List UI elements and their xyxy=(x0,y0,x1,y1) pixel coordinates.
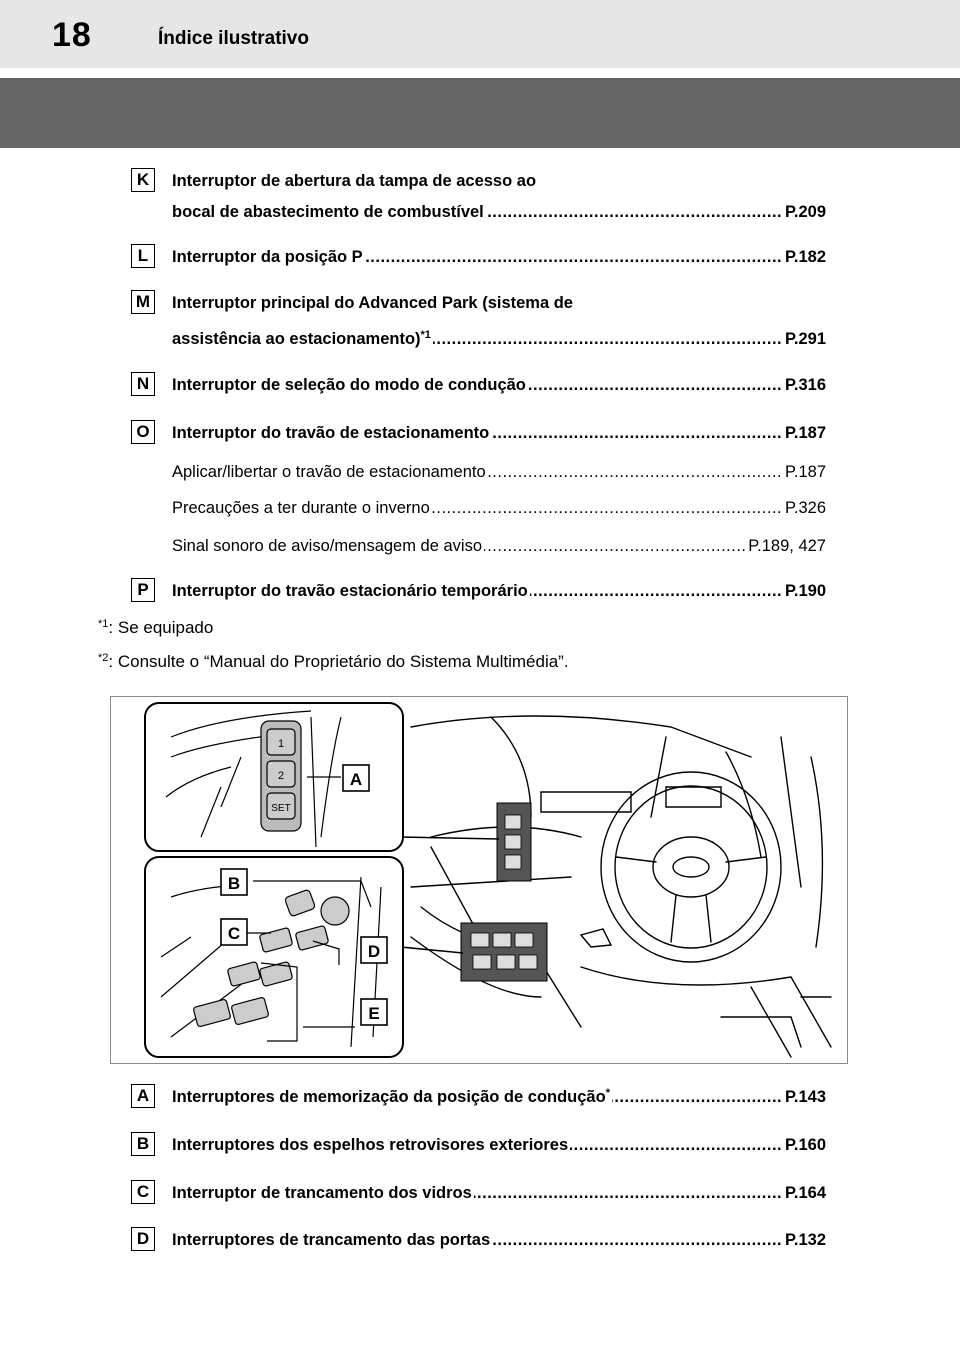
footnote-1: *1: Se equipado xyxy=(98,618,214,637)
page-ref: P.316 xyxy=(783,376,826,395)
button-label-set: SET xyxy=(271,803,290,814)
svg-text:A: A xyxy=(350,770,362,789)
page-ref: P.187 xyxy=(783,463,826,482)
button-label-2: 2 xyxy=(278,770,284,782)
entry-k-line1: Interruptor de abertura da tampa de aces… xyxy=(172,172,537,190)
callout-e: E xyxy=(360,998,388,1026)
entry-m-line1: Interruptor principal do Advanced Park (… xyxy=(172,294,573,312)
decorative-band xyxy=(0,78,960,148)
badge-m: M xyxy=(131,290,155,314)
callout-a: A xyxy=(342,764,370,792)
illustration-drawing: 1 2 SET xyxy=(144,702,832,1058)
section-title: Índice ilustrativo xyxy=(158,28,309,49)
page-number: 18 xyxy=(52,16,92,54)
page-ref: P.291 xyxy=(783,330,826,349)
callout-d: D xyxy=(360,936,388,964)
svg-text:D: D xyxy=(368,942,380,961)
page-ref: P.182 xyxy=(783,248,826,267)
badge-d: D xyxy=(131,1227,155,1251)
footnote-2: *2: Consulte o “Manual do Proprietário d… xyxy=(98,652,569,671)
svg-text:E: E xyxy=(368,1004,379,1023)
badge-o: O xyxy=(131,420,155,444)
footnote-mark: *1 xyxy=(420,329,431,341)
badge-l: L xyxy=(131,244,155,268)
cockpit-illustration: 1 2 SET xyxy=(110,696,848,1064)
header-bar: 18 Índice ilustrativo xyxy=(0,0,960,68)
badge-p: P xyxy=(131,578,155,602)
page-ref: P.189, 427 xyxy=(746,537,826,556)
badge-k: K xyxy=(131,168,155,192)
page-ref: P.132 xyxy=(783,1231,826,1250)
page-ref: P.164 xyxy=(783,1184,826,1203)
page-ref: P.209 xyxy=(783,203,826,222)
page-ref: P.190 xyxy=(783,582,826,601)
badge-a: A xyxy=(131,1084,155,1108)
badge-b: B xyxy=(131,1132,155,1156)
badge-c: C xyxy=(131,1180,155,1204)
svg-text:C: C xyxy=(228,924,240,943)
footnote-mark: * xyxy=(605,1087,610,1099)
callout-c: C xyxy=(220,918,248,946)
page-ref: P.160 xyxy=(783,1136,826,1155)
button-label-1: 1 xyxy=(278,738,284,750)
page-ref: P.143 xyxy=(783,1088,826,1107)
badge-n: N xyxy=(131,372,155,396)
page-ref: P.187 xyxy=(783,424,826,443)
page-ref: P.326 xyxy=(783,499,826,518)
callout-b: B xyxy=(220,868,248,896)
svg-text:B: B xyxy=(228,874,240,893)
